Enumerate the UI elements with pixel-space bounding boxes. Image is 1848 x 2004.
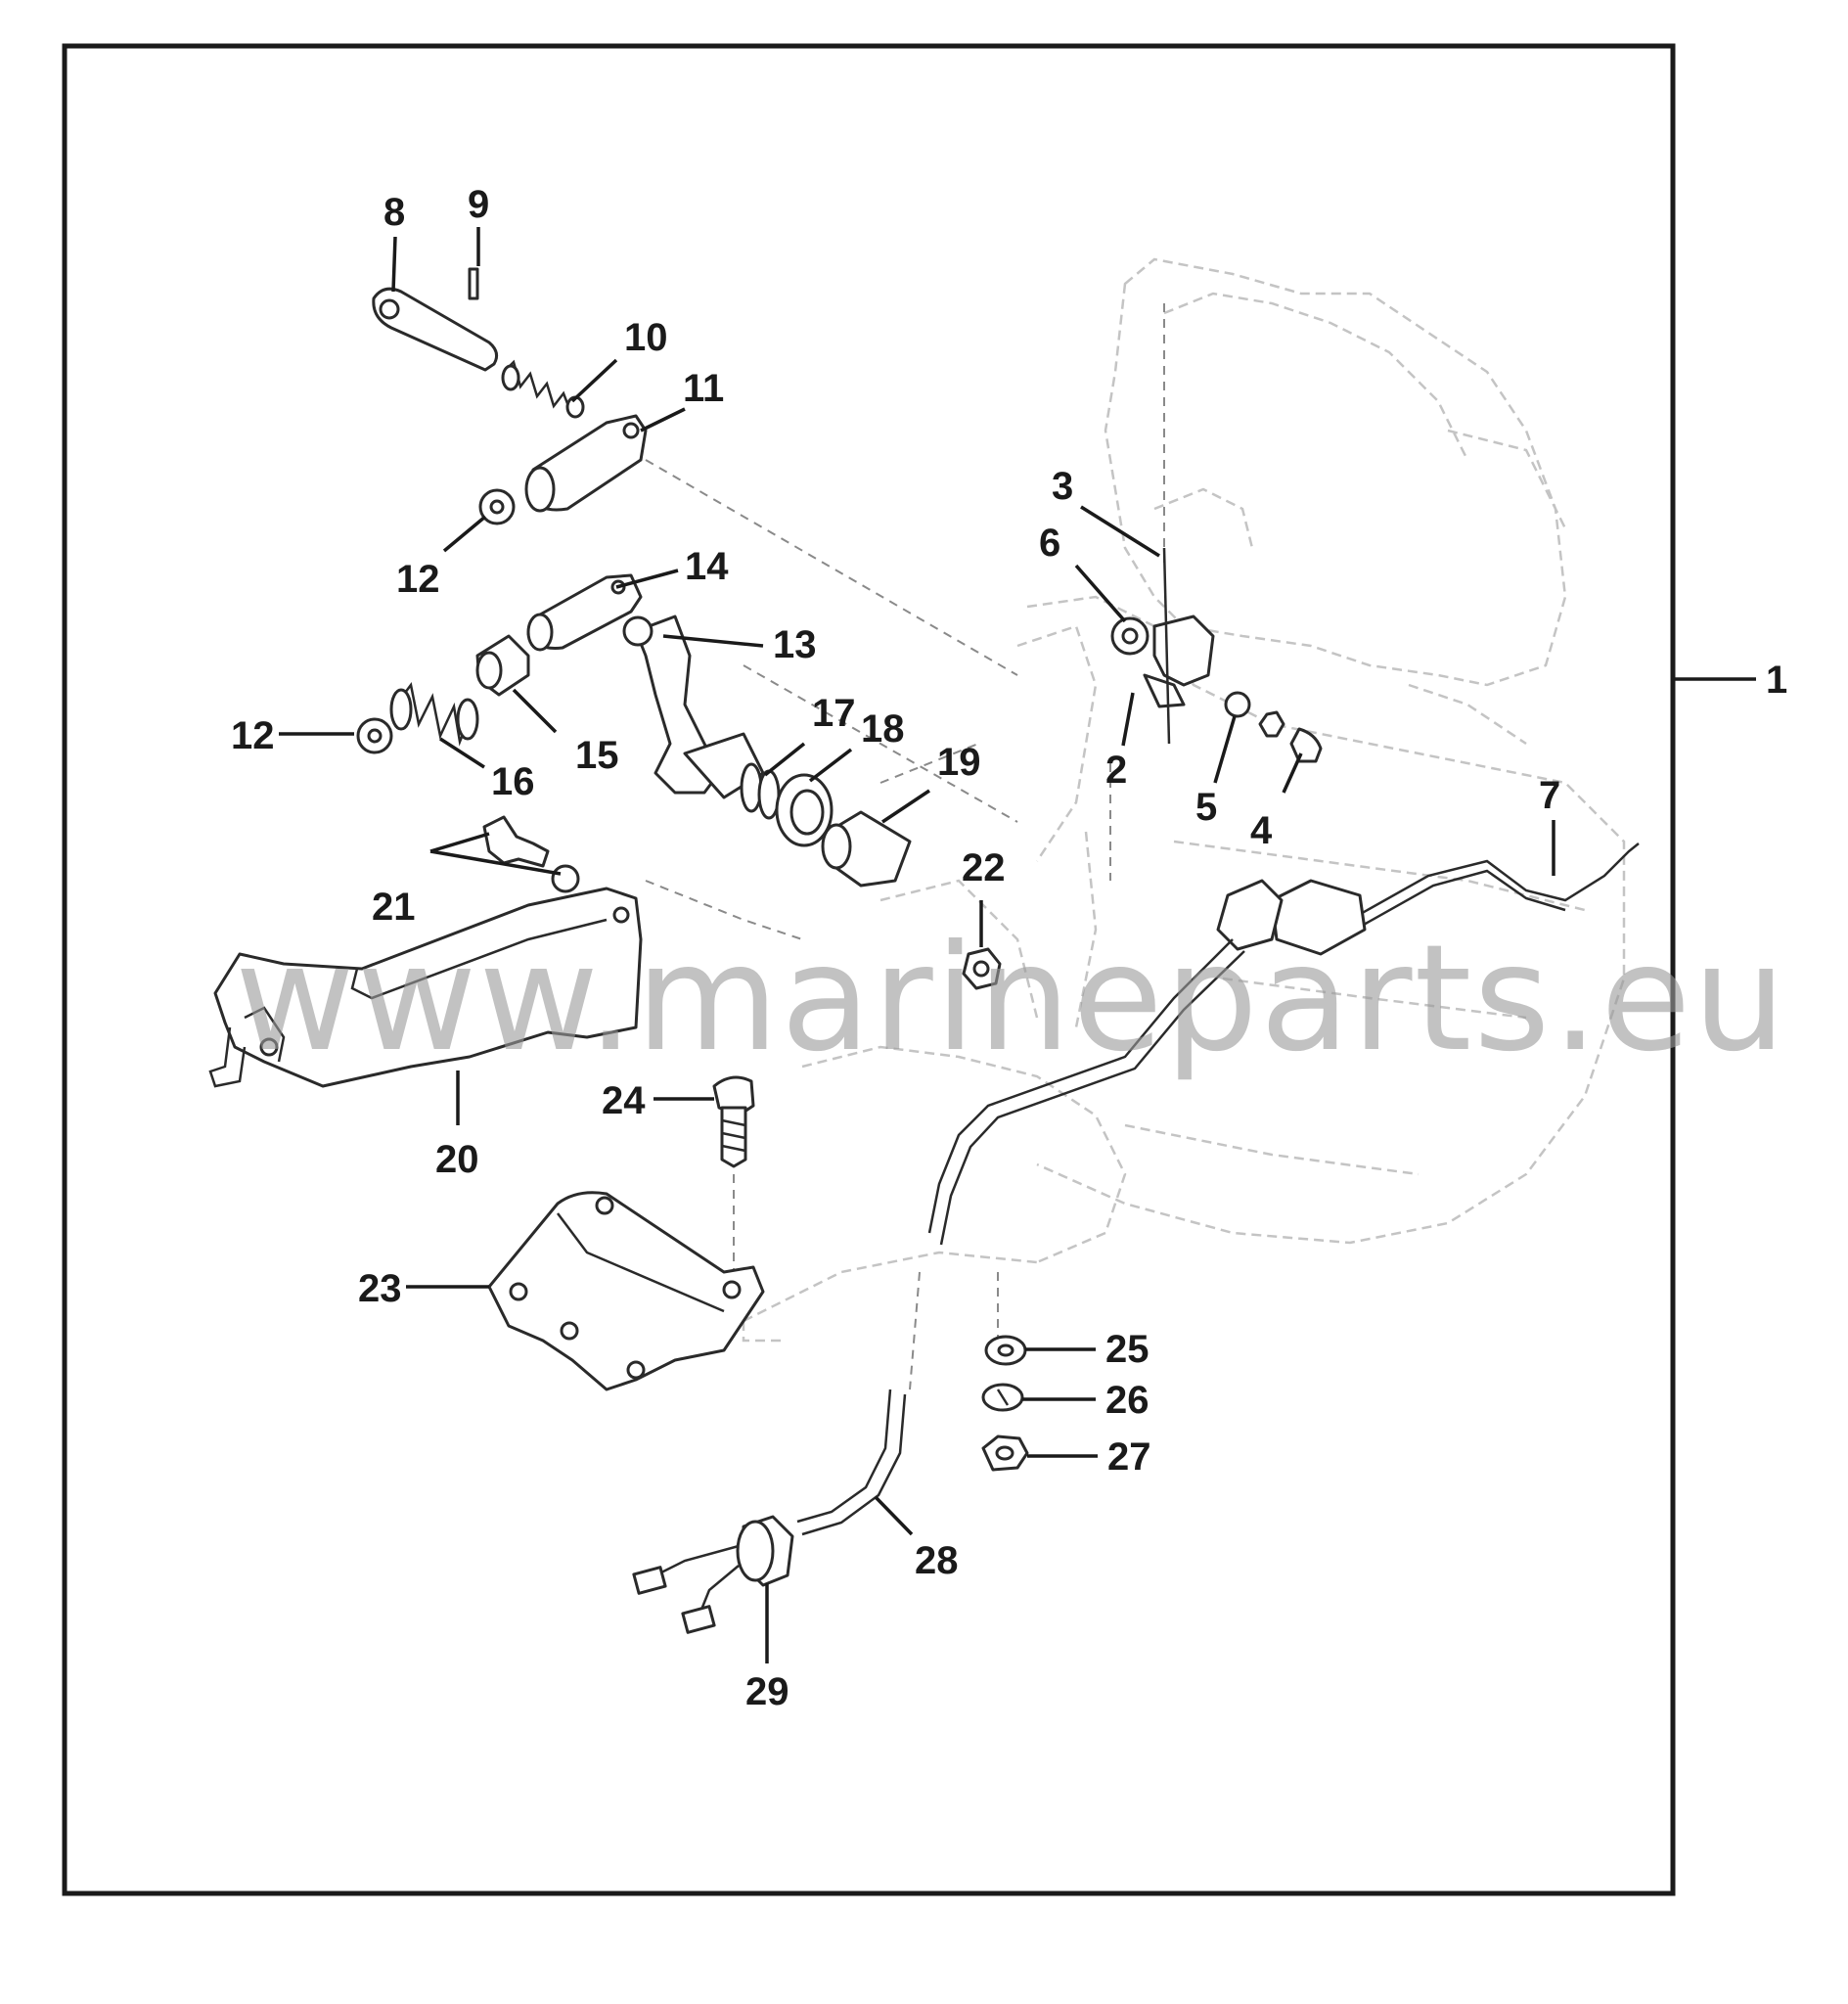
part-8-rod-end <box>372 287 499 372</box>
callout-10: 10 <box>624 316 668 359</box>
part-21-screw <box>482 815 580 893</box>
part-24-bolt <box>712 1075 755 1168</box>
callout-19: 19 <box>937 741 981 784</box>
part-26-lockwasher <box>981 1383 1024 1412</box>
callout-20: 20 <box>435 1138 479 1181</box>
callout-26: 26 <box>1105 1379 1149 1422</box>
callout-28: 28 <box>915 1539 959 1582</box>
part-19-bushing <box>821 810 912 888</box>
callout-15: 15 <box>575 734 619 777</box>
callout-12-lower: 12 <box>231 714 275 757</box>
part-7-sensor-wire <box>1216 843 1640 956</box>
callout-25: 25 <box>1105 1328 1149 1371</box>
part-23-mounting-plate <box>487 1191 765 1391</box>
part-3-actuator-rod <box>1162 547 1171 745</box>
part-11-yoke <box>524 414 648 513</box>
part-17-oring <box>740 762 781 820</box>
callout-6: 6 <box>1039 522 1060 565</box>
callout-21: 21 <box>372 886 416 929</box>
callout-17: 17 <box>812 692 856 735</box>
callout-4: 4 <box>1250 809 1273 852</box>
leader-lines <box>279 227 1756 1663</box>
part-28-harness <box>796 938 1245 1536</box>
part-22-nut <box>962 947 1002 990</box>
part-4-screw <box>1258 710 1323 763</box>
callout-8: 8 <box>383 191 405 234</box>
part-12-washer-upper <box>478 488 516 525</box>
callout-7: 7 <box>1539 774 1560 817</box>
part-25-washer <box>984 1335 1027 1366</box>
part-16-spring <box>389 682 479 747</box>
callout-1: 1 <box>1766 659 1787 702</box>
watermark-text: www.marineparts.eu <box>235 914 1788 1084</box>
part-5-washer <box>1224 691 1251 718</box>
part-9-pin <box>468 267 479 300</box>
part-14-sleeve <box>526 573 643 652</box>
callout-27: 27 <box>1107 1435 1151 1479</box>
diagram-frame <box>62 43 1676 1896</box>
callout-3: 3 <box>1052 465 1073 508</box>
part-18-seal <box>775 773 834 847</box>
callout-22: 22 <box>962 846 1006 889</box>
callout-5: 5 <box>1195 786 1217 829</box>
callout-labels: 1 2 3 4 5 6 7 8 9 10 11 12 12 13 14 15 1… <box>231 183 1787 1713</box>
callout-9: 9 <box>468 183 489 226</box>
part-6-washer <box>1110 616 1149 656</box>
part-12-washer-lower <box>356 717 393 754</box>
callout-13: 13 <box>773 623 817 666</box>
callout-2: 2 <box>1105 749 1127 792</box>
callout-16: 16 <box>491 760 535 803</box>
part-20-bracket <box>208 887 643 1088</box>
callout-14: 14 <box>685 545 729 588</box>
part-15-bushing <box>475 634 530 697</box>
callout-24: 24 <box>602 1079 646 1122</box>
callout-29: 29 <box>745 1670 789 1713</box>
callout-11: 11 <box>683 367 724 410</box>
part-27-nut <box>981 1435 1029 1472</box>
engine-ghost-outline <box>742 257 1626 1343</box>
part-2-switch-bracket <box>1143 615 1215 708</box>
callout-18: 18 <box>861 707 905 751</box>
part-29-connector <box>632 1515 794 1634</box>
part-10-spring <box>501 359 585 419</box>
callout-23: 23 <box>358 1267 402 1310</box>
callout-12-upper: 12 <box>396 558 440 601</box>
